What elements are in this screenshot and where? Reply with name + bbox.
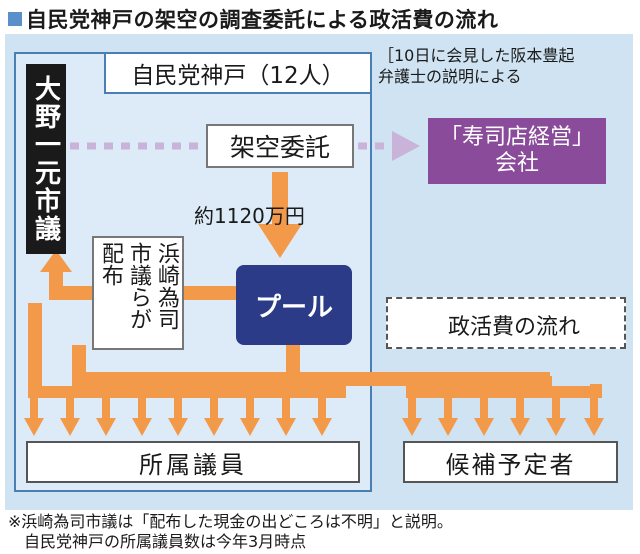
- source-note-line-2: 弁護士の説明による: [378, 67, 522, 86]
- company-box: 「寿司店経営」 会社: [428, 118, 606, 184]
- amount-arrow: [258, 172, 302, 258]
- footnote-line-2: 自民党神戸の所属議員数は今年3月時点: [8, 532, 307, 551]
- councilor-box: 大野一元市議: [26, 64, 66, 254]
- source-note-line-1: ［10日に会見した阪本豊起: [378, 46, 575, 65]
- footnote-line-1: ※浜崎為司市議は「配布した現金の出どころは不明」と説明。: [8, 512, 453, 531]
- legend-box: [386, 297, 626, 349]
- distributor-box: 浜崎為司市議らが配布: [92, 236, 184, 350]
- amount-label: 約1120万円: [194, 204, 305, 228]
- source-note: ［10日に会見した阪本豊起 弁護士の説明による: [378, 45, 624, 87]
- members-box: 所属議員: [26, 441, 360, 483]
- legend-label: 政活費の流れ: [448, 315, 581, 340]
- company-line-1: 「寿司店経営」: [439, 125, 594, 150]
- dashed-flow: [70, 131, 420, 161]
- company-line-2: 会社: [494, 151, 539, 176]
- footnote: ※浜崎為司市議は「配布した現金の出どころは不明」と説明。 自民党神戸の所属議員数…: [8, 512, 453, 552]
- candidates-box: 候補予定者: [403, 441, 618, 483]
- title-marker-icon: [8, 12, 22, 26]
- party-label: 自民党神戸（12人）: [104, 52, 372, 94]
- distribution-arrows: [24, 303, 604, 436]
- fake-contract-box: 架空委託: [206, 124, 354, 168]
- pool-box: プール: [236, 265, 352, 345]
- diagram-title: 自民党神戸の架空の調査委託による政活費の流れ: [8, 4, 498, 34]
